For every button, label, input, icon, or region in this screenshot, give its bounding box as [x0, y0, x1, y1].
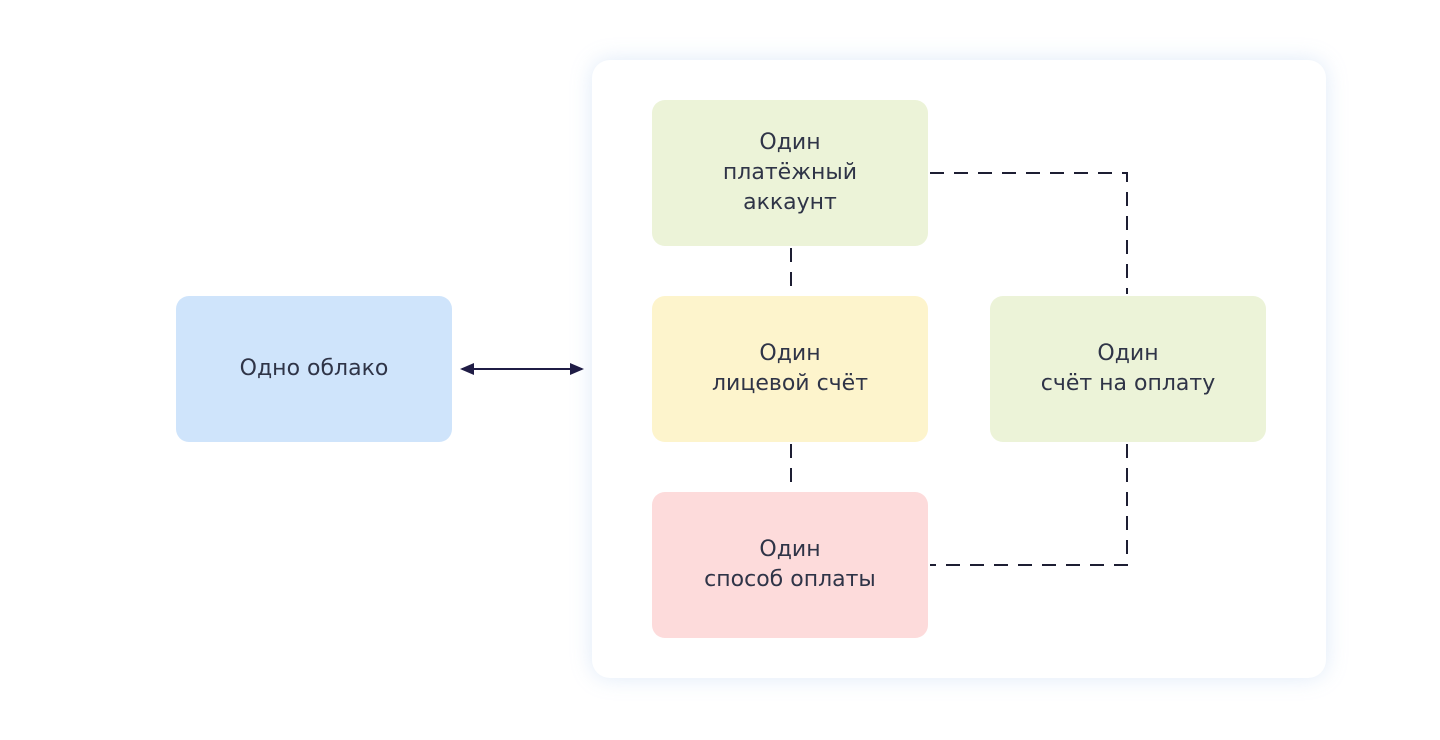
node-personal-account-label: Один лицевой счёт	[711, 341, 869, 396]
node-payment-method: Один способ оплаты	[652, 492, 928, 638]
node-payment-method-label: Один способ оплаты	[704, 537, 876, 592]
node-invoice-label: Один счёт на оплату	[1040, 341, 1216, 396]
node-billing-account-label: Один платёжный аккаунт	[722, 130, 858, 215]
node-invoice: Один счёт на оплату	[990, 296, 1266, 442]
node-billing-account: Один платёжный аккаунт	[652, 100, 928, 246]
node-personal-account: Один лицевой счёт	[652, 296, 928, 442]
node-cloud-label: Одно облако	[239, 356, 389, 381]
node-cloud: Одно облако	[176, 296, 452, 442]
